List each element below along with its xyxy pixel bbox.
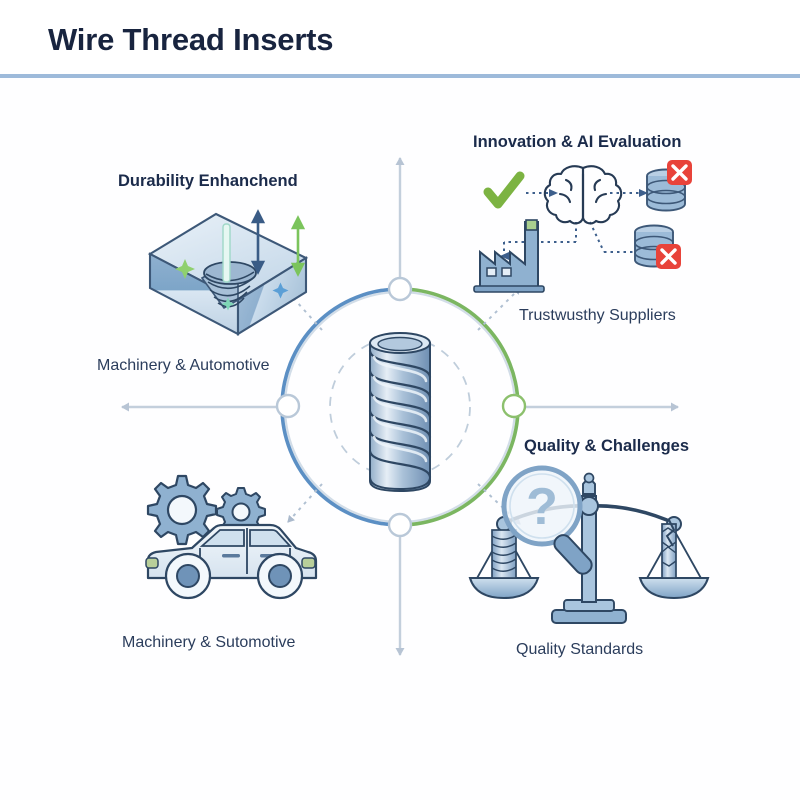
svg-text:?: ? <box>526 478 558 536</box>
heading-quality-challenges: Quality & Challenges <box>524 437 690 455</box>
header-divider <box>0 74 800 78</box>
brain-icon <box>543 165 623 225</box>
magnifier-question-icon: ? <box>501 465 593 575</box>
factory-icon <box>473 219 545 293</box>
page-title: Wire Thread Inserts <box>48 22 334 57</box>
ring-node-top <box>387 276 413 302</box>
ai-brain-evaluation-icon <box>473 160 692 293</box>
label-trustwusthy-suppliers: Trustwusthy Suppliers <box>519 307 676 324</box>
header: Wire Thread Inserts <box>0 0 800 78</box>
coil-on-left-pan <box>491 529 517 579</box>
connector-to-top-right <box>477 287 521 331</box>
label-machinery-sutomotive: Machinery & Sutomotive <box>122 634 296 651</box>
database-error-icon-top <box>646 160 692 212</box>
heading-durability: Durability Enhanchend <box>118 172 298 190</box>
car-icon <box>145 523 318 600</box>
heading-innovation-ai-evaluation: Innovation & AI Evaluation <box>473 133 682 151</box>
balance-scales-icon: ? <box>468 462 710 627</box>
gears-and-car-icon <box>130 470 330 610</box>
broken-coil-on-right-pan <box>661 519 677 579</box>
database-error-icon-bottom <box>634 224 681 269</box>
threaded-block-icon <box>138 196 318 336</box>
label-quality-standards: Quality Standards <box>516 641 644 658</box>
ring-node-left <box>275 393 301 419</box>
wire-thread-insert-coil-icon <box>352 327 448 497</box>
label-machinery-automotive: Machinery & Automotive <box>97 357 270 374</box>
ring-node-right <box>501 393 527 419</box>
gear-large-icon <box>146 474 218 546</box>
green-check-icon <box>483 171 525 209</box>
ring-node-bottom <box>387 512 413 538</box>
